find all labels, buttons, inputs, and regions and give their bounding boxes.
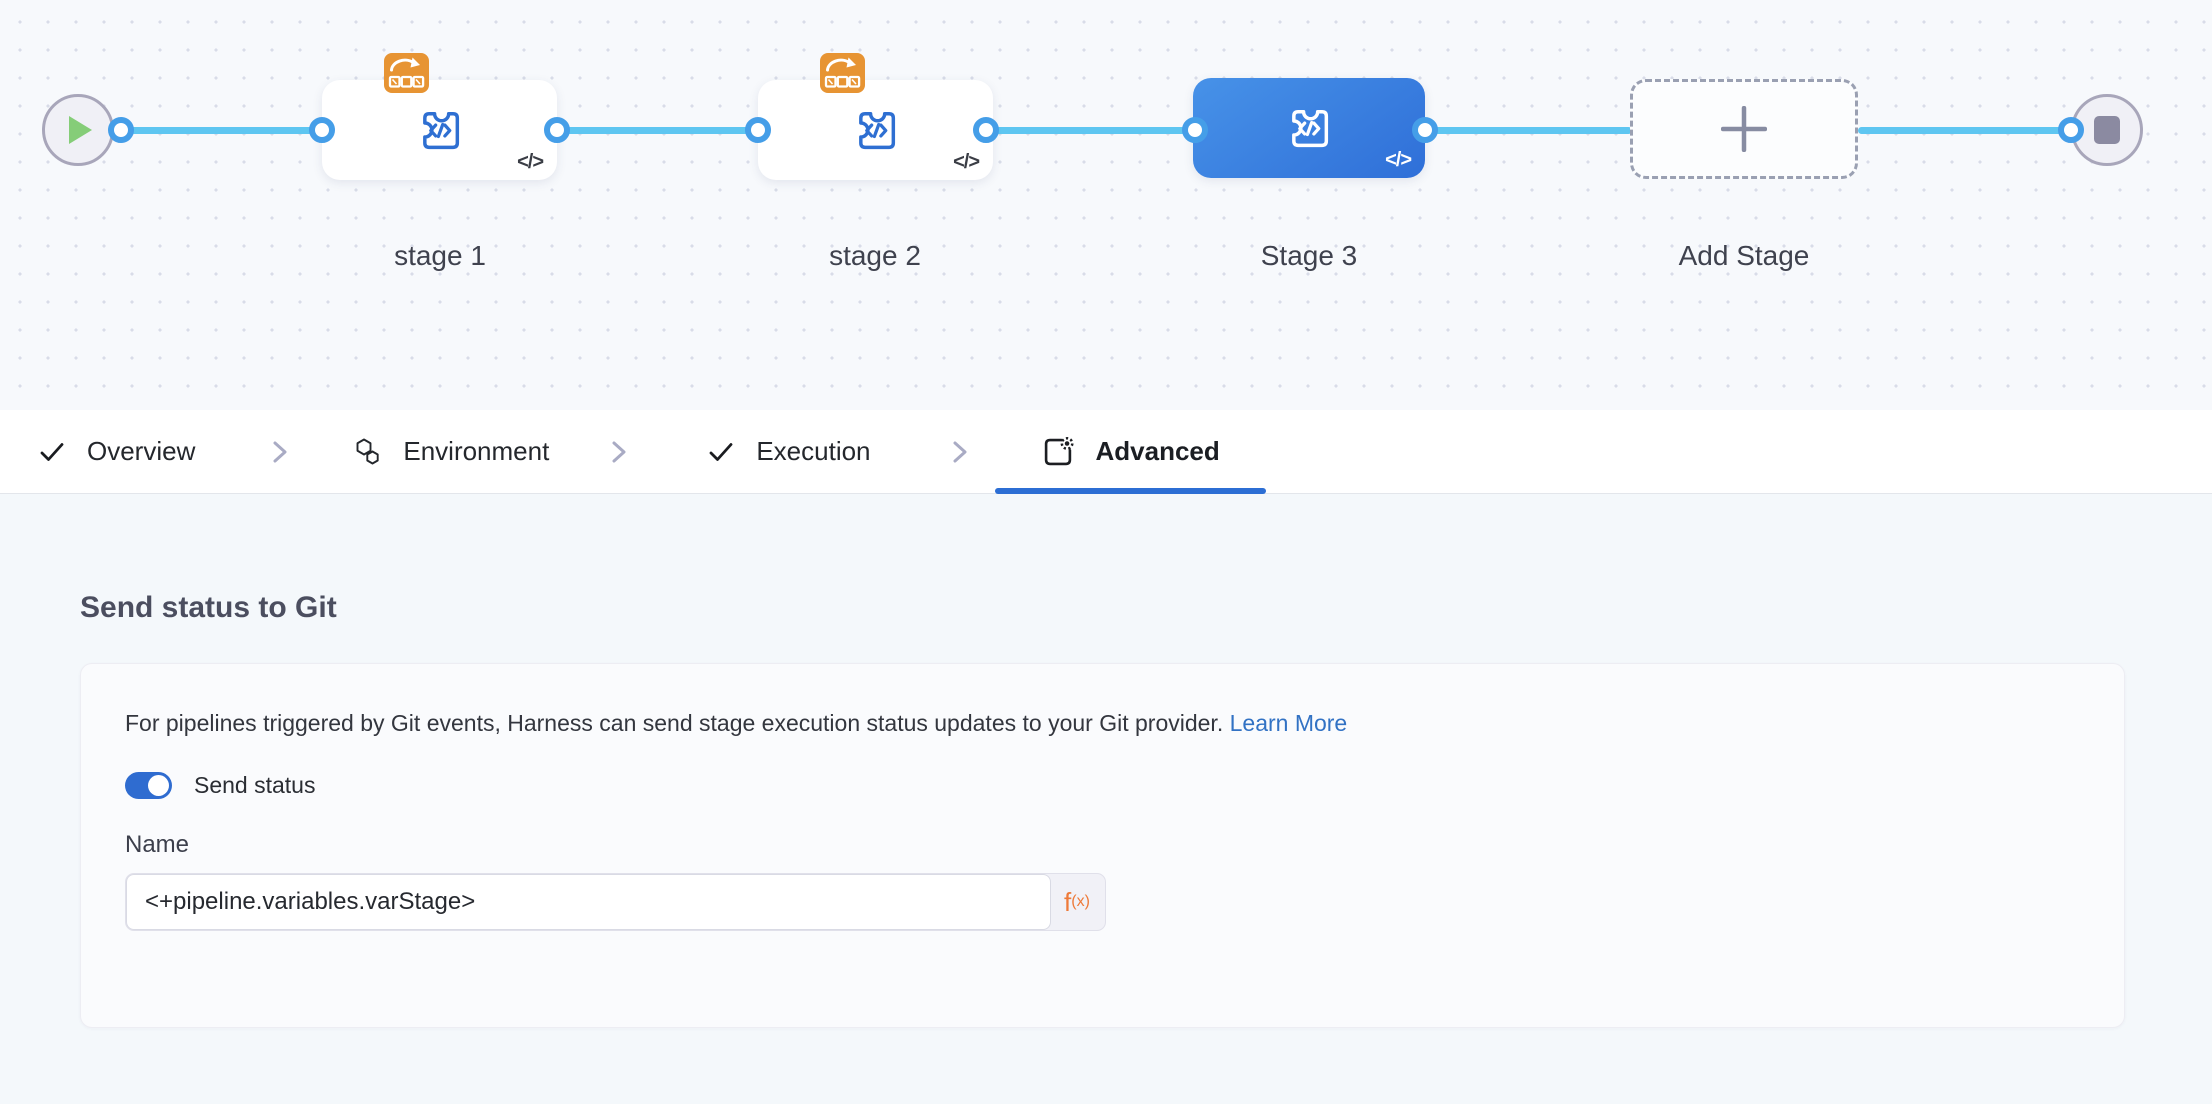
chevron-right-icon <box>611 440 627 464</box>
panel-description: For pipelines triggered by Git events, H… <box>125 708 2080 738</box>
toggle-label: Send status <box>194 772 316 798</box>
tab-label: Advanced <box>1095 436 1220 466</box>
edge-addstage-end <box>1858 127 2064 134</box>
connector-port[interactable] <box>973 117 999 143</box>
name-input-group: f(x) <box>125 873 1106 931</box>
fx-expression-icon[interactable]: f(x) <box>1049 874 1105 930</box>
name-input[interactable] <box>126 874 1051 930</box>
stage-node-stage-2[interactable]: </> <box>758 80 993 180</box>
name-field-label: Name <box>125 831 190 858</box>
plus-icon <box>1721 106 1767 152</box>
advanced-tab-panel: Send status to Git For pipelines trigger… <box>0 494 2212 1104</box>
add-stage-button[interactable] <box>1630 79 1858 179</box>
chevron-right-icon <box>272 440 288 464</box>
panel-heading: Send status to Git <box>80 591 337 624</box>
fx-sub: (x) <box>1071 893 1090 910</box>
tab-environment[interactable]: Environment <box>353 410 549 494</box>
send-status-card: For pipelines triggered by Git events, H… <box>80 663 2125 1028</box>
connector-port[interactable] <box>309 117 335 143</box>
add-stage-label: Add Stage <box>1678 240 1810 271</box>
edge-stage3-addstage <box>1425 127 1632 134</box>
stage-node-stage-3[interactable]: </> <box>1193 78 1425 178</box>
tab-overview[interactable]: Overview <box>38 410 195 494</box>
tab-label: Overview <box>87 436 196 466</box>
connector-port[interactable] <box>745 117 771 143</box>
play-icon <box>68 116 92 144</box>
connector-port[interactable] <box>544 117 570 143</box>
stage-label: Stage 3 <box>1260 240 1358 271</box>
check-icon <box>709 442 733 461</box>
connector-port[interactable] <box>108 117 134 143</box>
pipeline-end-node[interactable] <box>2071 94 2143 166</box>
send-status-toggle[interactable] <box>125 772 172 799</box>
code-icon: </> <box>517 151 544 173</box>
check-icon <box>40 442 64 461</box>
connector-port[interactable] <box>1182 117 1208 143</box>
chevron-right-icon <box>952 440 968 464</box>
stop-icon <box>2094 116 2120 144</box>
advanced-gear-icon <box>1044 436 1074 465</box>
toggle-knob <box>148 775 169 796</box>
custom-stage-icon <box>1292 110 1329 148</box>
pipeline-start-node[interactable] <box>42 94 114 166</box>
environment-icon <box>356 438 380 464</box>
stage-label: stage 1 <box>394 240 486 271</box>
code-icon: </> <box>953 151 980 173</box>
code-icon: </> <box>1385 149 1412 171</box>
active-tab-underline <box>994 487 1266 494</box>
learn-more-link[interactable]: Learn More <box>1229 710 1348 736</box>
looping-strategy-icon <box>820 53 865 93</box>
edge-stage1-stage2 <box>557 127 760 134</box>
custom-stage-icon <box>422 112 459 150</box>
send-status-toggle-row: Send status <box>125 772 2080 799</box>
tab-label: Execution <box>756 436 871 466</box>
fx-f: f <box>1064 886 1072 917</box>
looping-strategy-icon <box>384 53 429 93</box>
stage-label: stage 2 <box>829 240 921 271</box>
connector-port[interactable] <box>2058 117 2084 143</box>
custom-stage-icon <box>858 112 895 150</box>
stage-node-stage-1[interactable]: </> <box>322 80 557 180</box>
stage-setup-tabbar: Overview Environment Execution <box>0 410 2212 494</box>
connector-port[interactable] <box>1412 117 1438 143</box>
tab-advanced[interactable]: Advanced <box>994 410 1266 494</box>
tab-label: Environment <box>403 436 550 466</box>
pipeline-canvas[interactable]: </> </> <box>0 0 2212 410</box>
description-text: For pipelines triggered by Git events, H… <box>125 710 1224 736</box>
edge-stage2-stage3 <box>986 127 1197 134</box>
tab-execution[interactable]: Execution <box>707 410 871 494</box>
edge-start-stage1 <box>118 127 324 134</box>
